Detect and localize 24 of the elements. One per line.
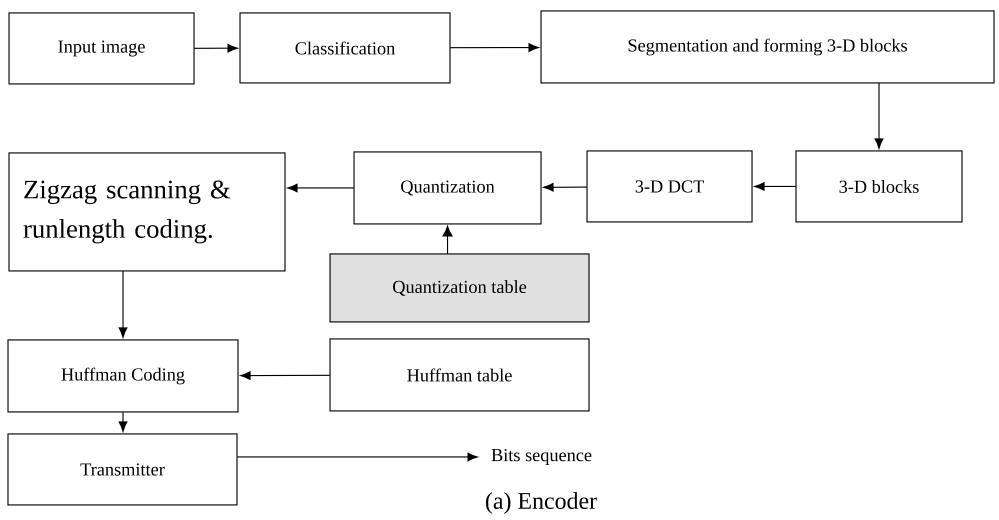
arrow bbox=[287, 184, 354, 192]
arrow bbox=[238, 452, 478, 462]
arrow bbox=[118, 272, 128, 338]
process-box: Segmentation and forming 3-D blocks bbox=[540, 10, 995, 84]
arrow bbox=[874, 84, 884, 149]
arrow bbox=[240, 371, 330, 380]
output-label: Bits sequence bbox=[492, 448, 592, 465]
process-box: Huffman Coding bbox=[7, 339, 239, 413]
arrow bbox=[450, 43, 539, 52]
arrow bbox=[754, 182, 796, 191]
arrow bbox=[543, 182, 586, 192]
arrow bbox=[194, 44, 238, 53]
caption: (a) Encoder bbox=[486, 492, 597, 514]
arrow bbox=[118, 412, 128, 432]
process-box: Input image bbox=[8, 12, 195, 85]
process-box: Huffman table bbox=[329, 338, 590, 412]
process-box: Transmitter bbox=[7, 433, 238, 506]
process-box: 3-D DCT bbox=[586, 150, 753, 223]
process-box: 3-D blocks bbox=[795, 150, 963, 223]
process-box: Zigzag scanning & runlength coding. bbox=[8, 152, 286, 272]
process-box: Classification bbox=[239, 12, 451, 84]
arrow bbox=[442, 226, 453, 254]
table-box: Quantization table bbox=[329, 253, 590, 323]
process-box: Quantization bbox=[353, 151, 542, 225]
